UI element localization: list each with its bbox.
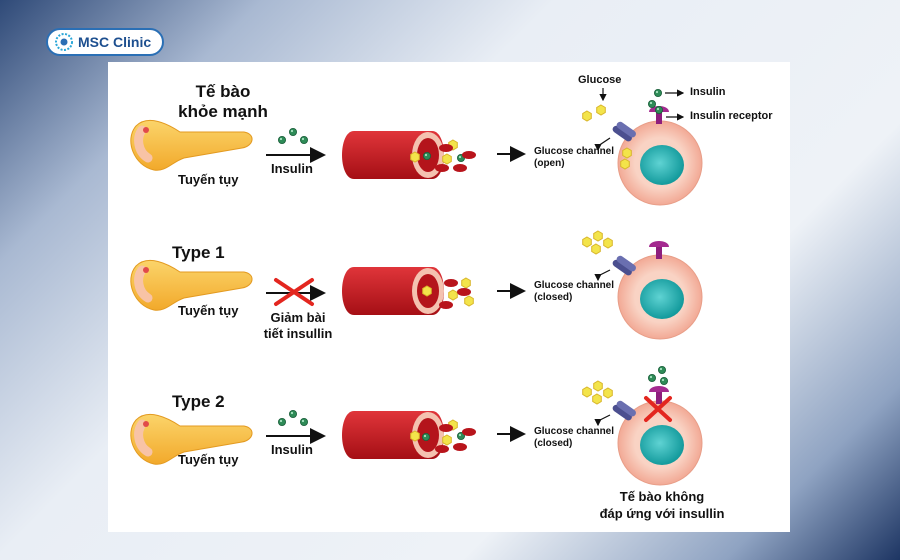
healthy-title-line1: Tế bào xyxy=(195,82,251,101)
type2-row xyxy=(131,365,703,486)
insulin-molecules-icon xyxy=(277,127,309,145)
pancreas-label: Tuyến tụy xyxy=(178,452,239,467)
blocked-cross-icon xyxy=(274,278,314,306)
bound-insulin-icon xyxy=(654,105,664,115)
type1-row xyxy=(131,230,703,340)
insulin-arrow-label: Insulin xyxy=(271,161,313,176)
insulin-receptor-label: Insulin receptor xyxy=(690,110,773,122)
insulin-label: Insulin xyxy=(690,86,726,98)
brand-logo: MSC Clinic xyxy=(46,28,164,56)
channel-closed-label: Glucose channel (closed) xyxy=(534,280,614,304)
unresponsive-cell-caption: Tế bào không đáp ứng với insullin xyxy=(592,488,732,522)
healthy-row xyxy=(131,88,703,206)
channel-label-line1: Glucose channel xyxy=(534,146,615,157)
type1-title: Type 1 xyxy=(172,243,225,262)
channel-open-label: Glucose channel (open) xyxy=(534,146,614,170)
pancreas-icon xyxy=(131,120,252,170)
healthy-title: Tế bào khỏe mạnh xyxy=(168,82,278,122)
channel-closed-label: Glucose channel (closed) xyxy=(534,426,614,450)
reduced-secretion-line1: Giảm bài xyxy=(270,310,326,325)
insulin-arrow-label: Insulin xyxy=(271,442,313,457)
glucose-molecules-icon xyxy=(582,230,613,255)
pancreas-label: Tuyến tụy xyxy=(178,172,239,187)
channel-label-line1: Glucose channel xyxy=(534,280,615,291)
channel-label-line2: (closed) xyxy=(534,292,573,303)
receptor-cross-icon xyxy=(644,396,672,422)
insulin-molecules-icon xyxy=(277,409,309,427)
glucose-label: Glucose xyxy=(578,74,622,86)
brand-name: MSC Clinic xyxy=(78,34,152,50)
clinic-logo-icon xyxy=(55,33,73,51)
glucose-molecules-icon xyxy=(582,380,613,405)
caption-line2: đáp ứng với insullin xyxy=(599,506,725,521)
reduced-secretion-label: Giảm bài tiết insullin xyxy=(248,310,348,342)
pancreas-label: Tuyến tụy xyxy=(178,303,239,318)
channel-label-line1: Glucose channel xyxy=(534,426,615,437)
insulin-molecules-icon xyxy=(647,365,669,386)
channel-label-line2: (open) xyxy=(534,158,565,169)
healthy-title-line2: khỏe mạnh xyxy=(178,102,268,121)
channel-label-line2: (closed) xyxy=(534,438,573,449)
caption-line1: Tế bào không xyxy=(619,489,705,504)
reduced-secretion-line2: tiết insullin xyxy=(263,326,333,341)
type2-title: Type 2 xyxy=(172,392,225,411)
